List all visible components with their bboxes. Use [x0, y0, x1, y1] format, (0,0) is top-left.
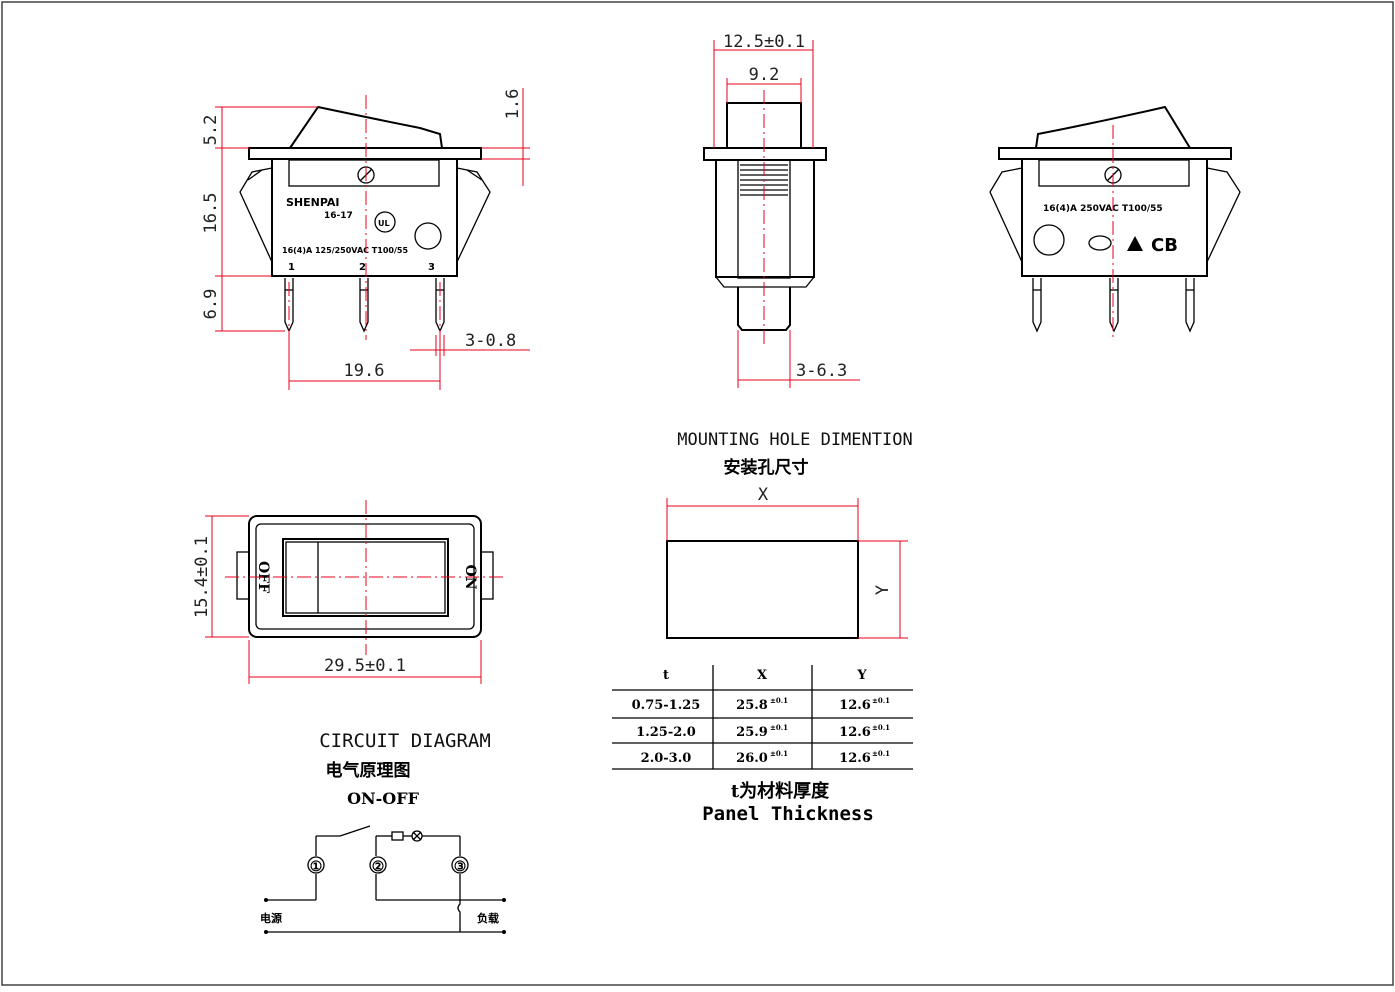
- circuit-title-cn: 电气原理图: [326, 760, 411, 781]
- dim-body-height: 16.5: [201, 193, 221, 234]
- thickness-note-en: Panel Thickness: [702, 803, 874, 825]
- table-header-x: X: [757, 668, 768, 683]
- front-rating: 16(4)A 125/250VAC T100/55: [282, 246, 408, 255]
- thickness-note-cn: t为材料厚度: [731, 780, 830, 802]
- dim-pin-height: 6.9: [201, 289, 221, 320]
- table-cell: 2.0-3.0: [641, 751, 692, 766]
- table-header-t: t: [663, 668, 669, 683]
- circuit-type: ON-OFF: [347, 789, 420, 808]
- terminal-2: ②: [372, 859, 385, 875]
- dim-rocker-width: 9.2: [749, 65, 780, 85]
- front-model: 16-17: [324, 211, 353, 221]
- terminal-3: ③: [454, 859, 467, 875]
- rear-rating: 16(4)A 250VAC T100/55: [1043, 204, 1163, 214]
- dim-flange-thickness: 1.6: [503, 89, 523, 120]
- front-pin1-label: 1: [288, 262, 295, 273]
- circuit-diagram: CIRCUIT DIAGRAM 电气原理图 ON-OFF: [260, 730, 506, 934]
- table-cell: 12.6: [839, 751, 871, 766]
- table-cell: 25.8: [736, 698, 768, 713]
- table-cell: 12.6: [839, 698, 871, 713]
- dim-side-width: 12.5±0.1: [723, 32, 805, 52]
- table-tol: ±0.1: [770, 696, 788, 705]
- side-view: 12.5±0.1 9.2 3-6.3: [703, 32, 860, 388]
- table-cell: 26.0: [736, 751, 768, 766]
- table-cell: 0.75-1.25: [632, 698, 701, 713]
- top-view: OFF ON 15.4±0.1 29.5±0.1: [192, 500, 505, 684]
- rear-cb-mark: CB: [1151, 235, 1178, 256]
- mounting-title-cn: 安装孔尺寸: [724, 457, 809, 478]
- mounting-x-label: X: [758, 485, 769, 505]
- table-cell: 1.25-2.0: [636, 725, 696, 740]
- dim-top-height: 15.4±0.1: [192, 536, 212, 618]
- circuit-title-en: CIRCUIT DIAGRAM: [319, 730, 491, 752]
- table-cell: 25.9: [736, 725, 768, 740]
- mounting-title-en: MOUNTING HOLE DIMENTION: [677, 430, 912, 450]
- svg-text:UL: UL: [378, 219, 390, 228]
- thickness-table: [612, 665, 913, 770]
- mounting-hole-section: MOUNTING HOLE DIMENTION 安装孔尺寸 X Y t X Y …: [612, 430, 913, 825]
- mounting-y-label: Y: [873, 585, 893, 595]
- dim-rocker-height: 5.2: [201, 115, 221, 146]
- table-tol: ±0.1: [872, 696, 890, 705]
- rear-view: 16(4)A 250VAC T100/55 CB: [989, 105, 1241, 340]
- front-pin3-label: 3: [428, 262, 435, 273]
- load-label: 负载: [477, 911, 499, 925]
- front-rocker: [289, 105, 443, 149]
- dim-pin-pitch: 19.6: [344, 361, 385, 381]
- dim-side-pin-width: 3-6.3: [796, 361, 847, 381]
- power-label: 电源: [260, 911, 282, 925]
- dim-top-width: 29.5±0.1: [324, 656, 406, 676]
- front-view: SHENPAI 16-17 UL 16(4)A 125/250VAC T100/…: [201, 88, 530, 390]
- table-tol: ±0.1: [872, 723, 890, 732]
- table-tol: ±0.1: [872, 749, 890, 758]
- mounting-hole-rect: [666, 540, 859, 639]
- front-pin2-label: 2: [359, 262, 366, 273]
- table-cell: 12.6: [839, 725, 871, 740]
- terminal-1: ①: [310, 859, 323, 875]
- table-tol: ±0.1: [770, 723, 788, 732]
- table-header-y: Y: [856, 668, 867, 683]
- front-brand: SHENPAI: [286, 196, 340, 209]
- dim-front-pin-width: 3-0.8: [465, 331, 516, 351]
- table-tol: ±0.1: [770, 749, 788, 758]
